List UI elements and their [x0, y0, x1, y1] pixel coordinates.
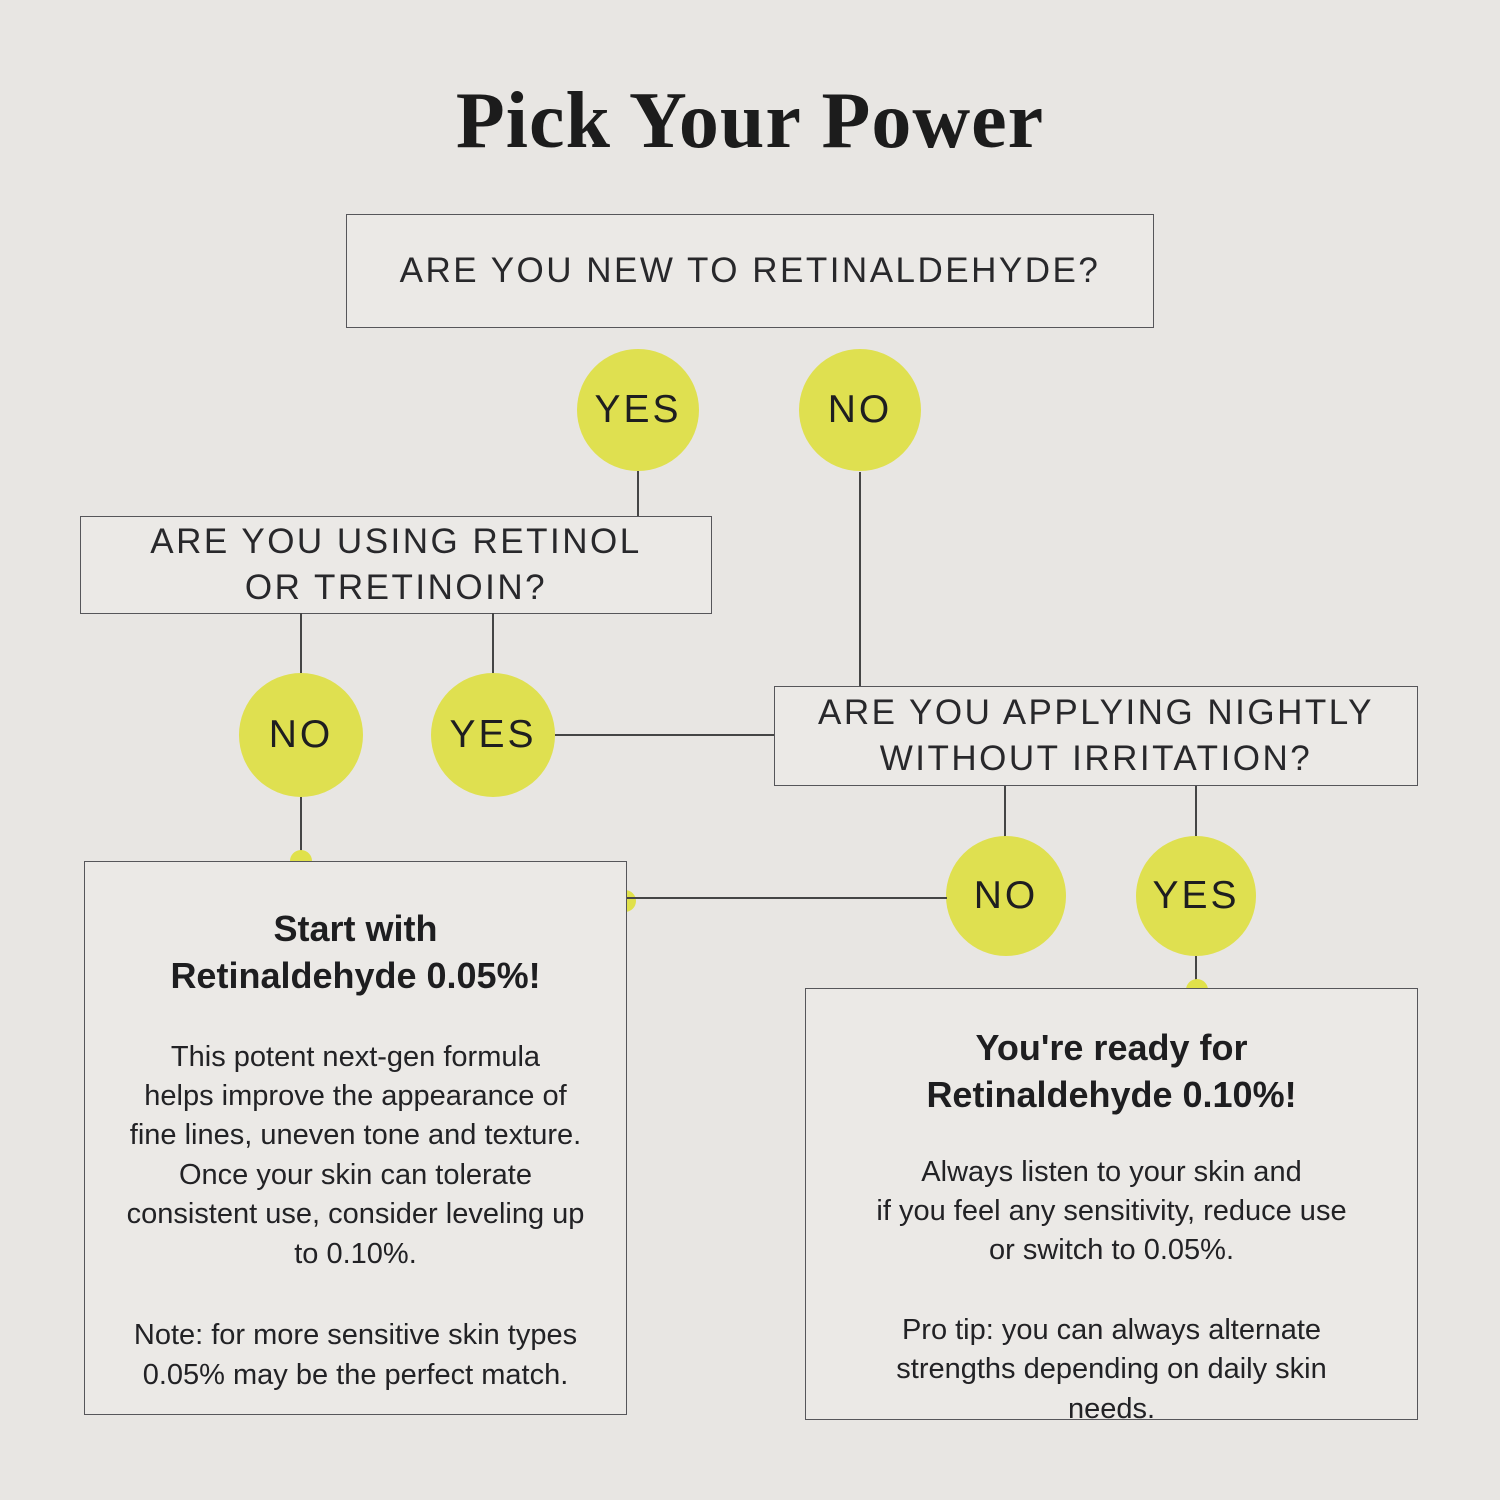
result-box-010: You're ready for Retinaldehyde 0.10%! Al…	[805, 988, 1418, 1425]
answer-circle-q2-no: NO	[239, 673, 363, 797]
answer-label: NO	[268, 713, 334, 756]
question-box-new-to-retinaldehyde: ARE YOU NEW TO RETINALDEHYDE?	[346, 214, 1154, 328]
result-note: Note: for more sensitive skin types 0.05…	[133, 1319, 578, 1391]
connector-line-q3-no	[1004, 786, 1006, 837]
answer-label: YES	[594, 388, 682, 431]
result-body: Always listen to your skin and if you fe…	[876, 1155, 1347, 1267]
answer-label: YES	[1152, 874, 1240, 917]
connector-line-q3yes-result	[1195, 956, 1197, 990]
result-heading: You're ready for Retinaldehyde 0.10%!	[926, 1027, 1297, 1115]
answer-label: NO	[827, 388, 893, 431]
connector-line-q3no-result	[627, 897, 947, 899]
result-box-005: Start with Retinaldehyde 0.05%! This pot…	[84, 861, 627, 1415]
connector-line-q3-yes	[1195, 786, 1197, 837]
connector-line-q2-no	[300, 613, 302, 674]
connector-line-q1yes-q2	[637, 471, 639, 517]
result-body: This potent next-gen formula helps impro…	[126, 1040, 585, 1270]
connector-line-q2no-result	[300, 797, 302, 862]
answer-circle-q1-no: NO	[799, 349, 921, 471]
answer-circle-q1-yes: YES	[577, 349, 699, 471]
question-text: ARE YOU USING RETINOL OR TRETINOIN?	[150, 521, 642, 607]
result-protip: Pro tip: you can always alternate streng…	[896, 1313, 1327, 1425]
question-box-nightly-irritation: ARE YOU APPLYING NIGHTLY WITHOUT IRRITAT…	[774, 686, 1418, 786]
connector-line-q2-yes	[492, 613, 494, 674]
question-text: ARE YOU APPLYING NIGHTLY WITHOUT IRRITAT…	[818, 692, 1374, 778]
answer-label: NO	[973, 874, 1039, 917]
answer-circle-q3-yes: YES	[1136, 836, 1256, 956]
question-text: ARE YOU NEW TO RETINALDEHYDE?	[399, 250, 1101, 290]
connector-line-q1no-q3	[859, 472, 861, 687]
connector-line-q2yes-q3	[555, 734, 775, 736]
question-box-retinol-tretinoin: ARE YOU USING RETINOL OR TRETINOIN?	[80, 516, 712, 614]
answer-label: YES	[449, 713, 537, 756]
result-heading: Start with Retinaldehyde 0.05%!	[170, 908, 541, 996]
page-title: Pick Your Power	[455, 77, 1045, 165]
answer-circle-q3-no: NO	[946, 836, 1066, 956]
answer-circle-q2-yes: YES	[431, 673, 555, 797]
